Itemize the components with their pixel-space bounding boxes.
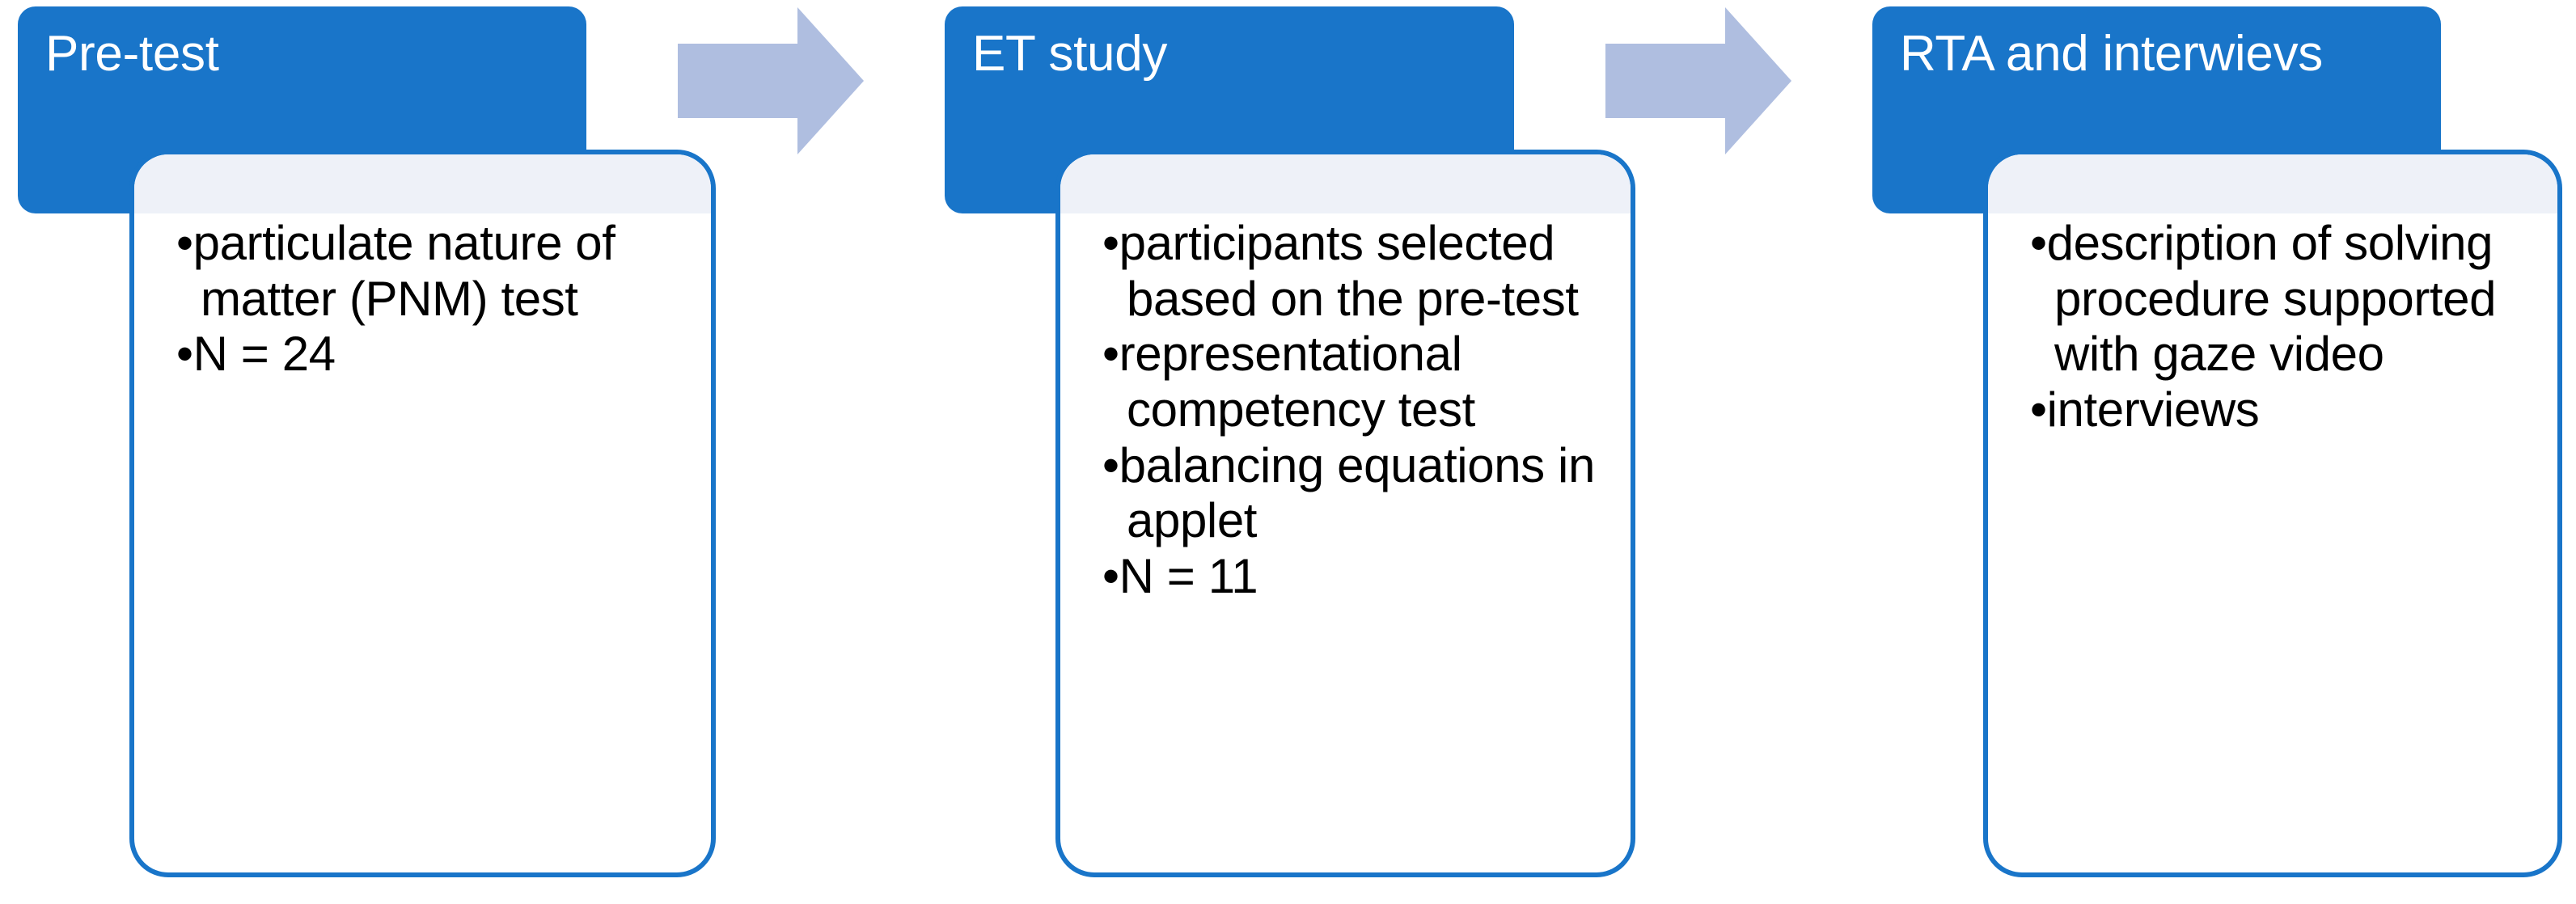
bullet-dot-icon: •	[1102, 437, 1119, 492]
bullet-dot-icon: •	[1102, 549, 1119, 604]
right-arrow-icon-1	[678, 7, 864, 154]
bullet-text: N = 24	[192, 327, 336, 382]
bullet-text: representational competency test	[1119, 327, 1476, 437]
list-item: •description of solving procedure suppor…	[2030, 216, 2530, 382]
stage-bullets-rta-and-interviews: •description of solving procedure suppor…	[2030, 216, 2530, 438]
list-item: •balancing equations in applet	[1102, 438, 1603, 549]
bullet-dot-icon: •	[1102, 216, 1119, 270]
stage-card-pre-test: •particulate nature of matter (PNM) test…	[129, 150, 716, 877]
stage-title-rta-and-interviews: RTA and interwievs	[1900, 26, 2323, 82]
bullet-dot-icon: •	[2030, 382, 2047, 437]
card-overlap-tint	[134, 154, 711, 213]
bullet-text: interviews	[2046, 382, 2260, 437]
bullet-dot-icon: •	[176, 216, 193, 270]
stage-card-et-study: •participants selected based on the pre-…	[1055, 150, 1635, 877]
bullet-text: particulate nature of matter (PNM) test	[192, 216, 615, 326]
stage-title-et-study: ET study	[972, 26, 1168, 82]
list-item: •interviews	[2030, 382, 2530, 438]
bullet-text: description of solving procedure support…	[2046, 216, 2497, 382]
bullet-dot-icon: •	[2030, 216, 2047, 270]
stage-bullets-et-study: •participants selected based on the pre-…	[1102, 216, 1603, 605]
stage-card-rta-and-interviews: •description of solving procedure suppor…	[1983, 150, 2562, 877]
list-item: •N = 11	[1102, 549, 1603, 605]
list-item: •N = 24	[176, 327, 683, 382]
card-overlap-tint	[1988, 154, 2557, 213]
list-item: •representational competency test	[1102, 327, 1603, 437]
list-item: •particulate nature of matter (PNM) test	[176, 216, 683, 327]
bullet-text: balancing equations in applet	[1119, 437, 1596, 548]
bullet-text: participants selected based on the pre-t…	[1119, 216, 1579, 326]
bullet-dot-icon: •	[1102, 327, 1119, 382]
right-arrow-icon-2	[1605, 7, 1791, 154]
card-overlap-tint	[1060, 154, 1631, 213]
stage-title-pre-test: Pre-test	[45, 26, 219, 82]
bullet-text: N = 11	[1119, 549, 1258, 604]
list-item: •participants selected based on the pre-…	[1102, 216, 1603, 327]
bullet-dot-icon: •	[176, 327, 193, 382]
stage-bullets-pre-test: •particulate nature of matter (PNM) test…	[176, 216, 683, 382]
